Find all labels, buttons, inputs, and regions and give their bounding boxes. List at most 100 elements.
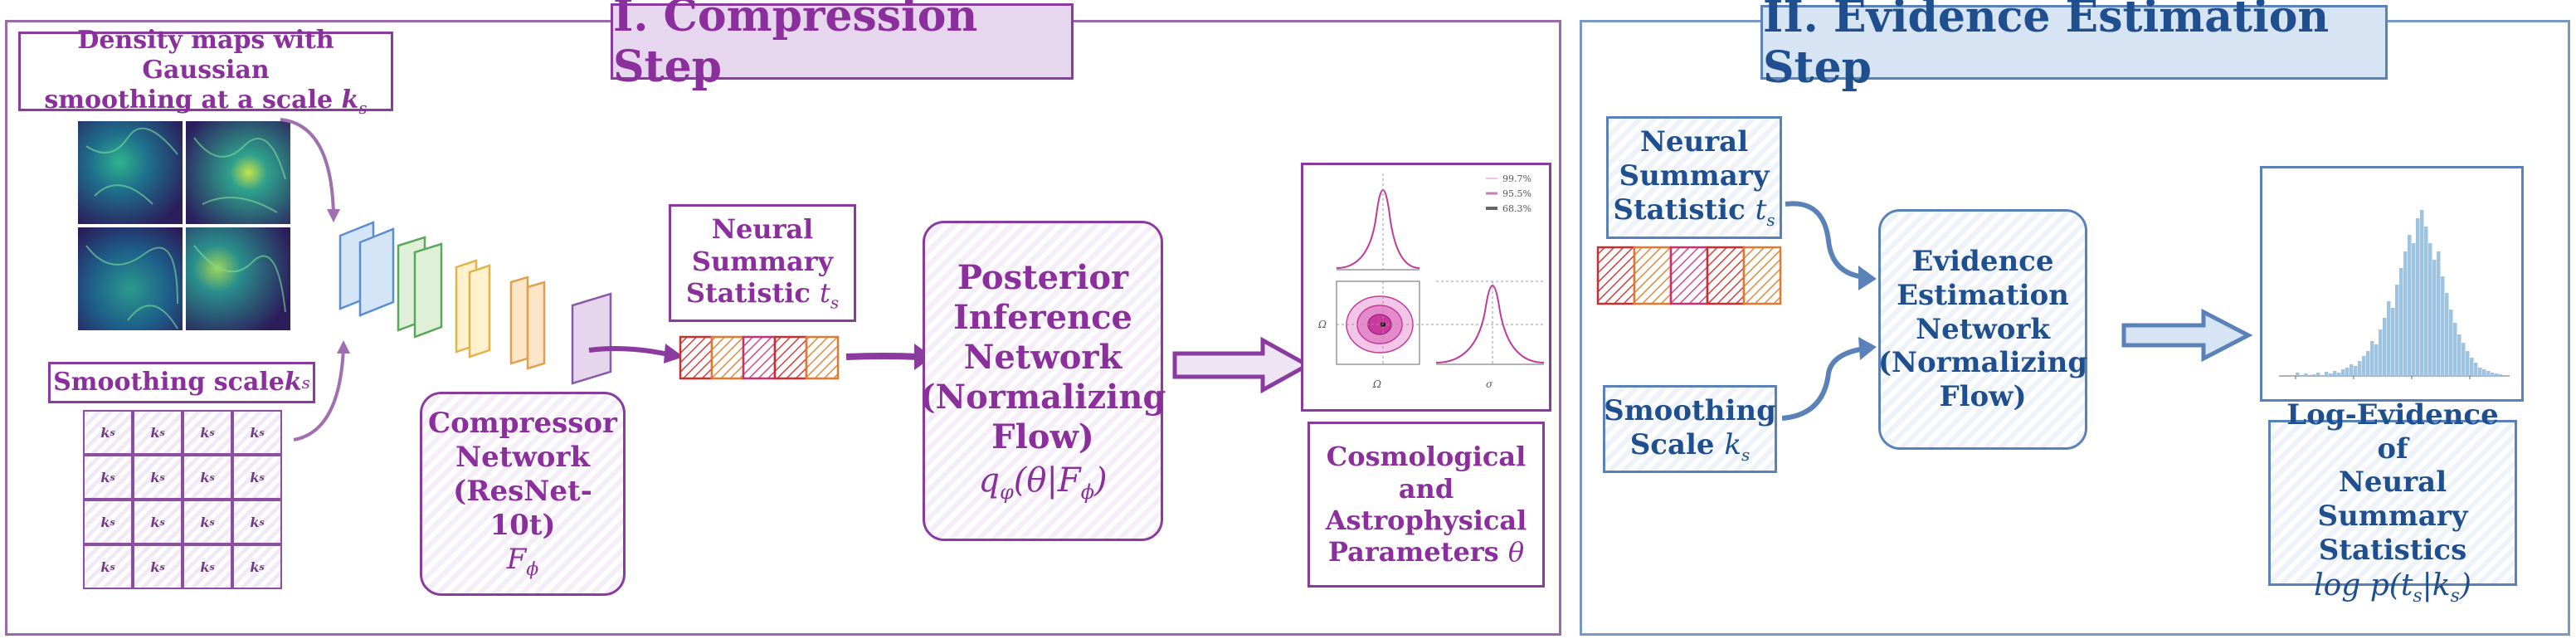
histogram-frame (2260, 166, 2524, 402)
contour-legend: 99.7% 95.5% 68.3% (1486, 173, 1531, 214)
histogram-bar (2428, 243, 2432, 376)
histogram-bar (2486, 371, 2491, 376)
block-arrow-icon (1172, 336, 1312, 393)
summary-vector-bar-1 (679, 335, 840, 380)
input-arrows (280, 118, 350, 441)
histogram-bar (2383, 318, 2387, 376)
histogram-bar (2449, 310, 2453, 376)
histogram-bar (2412, 243, 2416, 376)
histogram-bar (2420, 210, 2424, 376)
compressor-to-summary-arrow (588, 344, 684, 363)
histogram-bar (2337, 373, 2341, 376)
arrow-right-icon (1785, 201, 1866, 280)
histogram-bar (2374, 344, 2379, 376)
arrow-head-icon (664, 344, 684, 363)
density-map-icon (78, 121, 290, 330)
histogram-bar (2466, 351, 2470, 376)
compression-section-title: I. Compression Step (611, 0, 1074, 92)
arrow-head-icon (1858, 266, 1877, 290)
arrow-right-icon (845, 353, 920, 360)
layer-green (397, 236, 443, 339)
smoothing-scale-label-2: Smoothing Scale ks (1603, 385, 1777, 473)
svg-text:Ω: Ω (1317, 319, 1327, 330)
layer-yellow (455, 259, 491, 359)
histogram-bar (2296, 373, 2300, 376)
arrow-head-icon (327, 209, 340, 222)
histogram-bar (2395, 285, 2399, 376)
summary-vector-bar-2 (1596, 246, 1782, 305)
summary-to-posterior-arrow (845, 344, 933, 370)
histogram-bar (2416, 218, 2420, 376)
histogram-bar (2379, 329, 2383, 376)
histogram-bar (2474, 363, 2478, 376)
histogram-icon (2279, 210, 2510, 379)
histogram-bar (2437, 251, 2441, 376)
histogram-bar (2457, 334, 2462, 376)
evidence-input-arrows (1782, 201, 1877, 421)
histogram-bar (2350, 364, 2354, 376)
histogram-bar (2445, 293, 2449, 376)
log-evidence-formula: log p(ts|ks) (2314, 568, 2471, 607)
histogram-bar (2304, 373, 2308, 376)
layer-blue (338, 221, 395, 317)
histogram-bar (2478, 368, 2482, 376)
histogram-bar (2362, 356, 2366, 376)
block-arrow-icon (2121, 309, 2253, 362)
histogram-bar (2312, 374, 2316, 376)
contour-plot-frame: 99.7% 95.5% 68.3% Ω Ω σ (1301, 163, 1551, 412)
histogram-bar (2403, 251, 2408, 376)
histogram-bar (2366, 351, 2370, 376)
density-label-line2: smoothing at a scale ks (44, 85, 368, 118)
histogram-bar (2354, 366, 2358, 376)
histogram-bar (2329, 373, 2333, 376)
evidence-title-text: II. Evidence Estimation Step (1763, 0, 2330, 93)
histogram-bar (2325, 372, 2329, 376)
compressor-network-box: Compressor Network (ResNet-10t) Fϕ (420, 392, 626, 596)
histogram-bar (2341, 369, 2345, 376)
posterior-network-box: Posterior Inference Network (Normalizing… (920, 221, 1166, 541)
arrow-head-icon (1858, 337, 1877, 360)
layer-stack-icon (338, 221, 612, 385)
layer-purple (571, 292, 612, 385)
histogram-bar (2391, 308, 2395, 376)
posterior-formula: qφ(θ|Fϕ) (978, 461, 1108, 504)
histogram-bar (2491, 373, 2495, 376)
histogram-bar (2432, 260, 2437, 376)
arrow-right-icon (1782, 346, 1866, 421)
histogram-bar (2358, 361, 2362, 376)
density-map-grid (78, 121, 290, 330)
histogram-bar (2462, 343, 2466, 376)
histogram-bar (2424, 227, 2428, 376)
arrow-right-icon (280, 118, 335, 217)
svg-text:95.5%: 95.5% (1502, 188, 1531, 199)
histogram-bar (2470, 358, 2474, 376)
svg-text:Ω: Ω (1372, 378, 1381, 390)
layer-orange (509, 276, 546, 370)
histogram-bar (2499, 374, 2503, 376)
svg-text:68.3%: 68.3% (1502, 203, 1531, 214)
contour-plot-icon: 99.7% 95.5% 68.3% Ω Ω σ (1317, 173, 1545, 390)
parameters-label: Cosmological and Astrophysical Parameter… (1307, 422, 1545, 588)
evidence-section-title: II. Evidence Estimation Step (1760, 0, 2388, 93)
arrow-right-icon (293, 346, 345, 441)
histogram-bar (2370, 341, 2374, 376)
histogram-bar (2441, 276, 2445, 376)
histogram-bar (2333, 371, 2337, 376)
histogram-bar (2399, 268, 2403, 376)
